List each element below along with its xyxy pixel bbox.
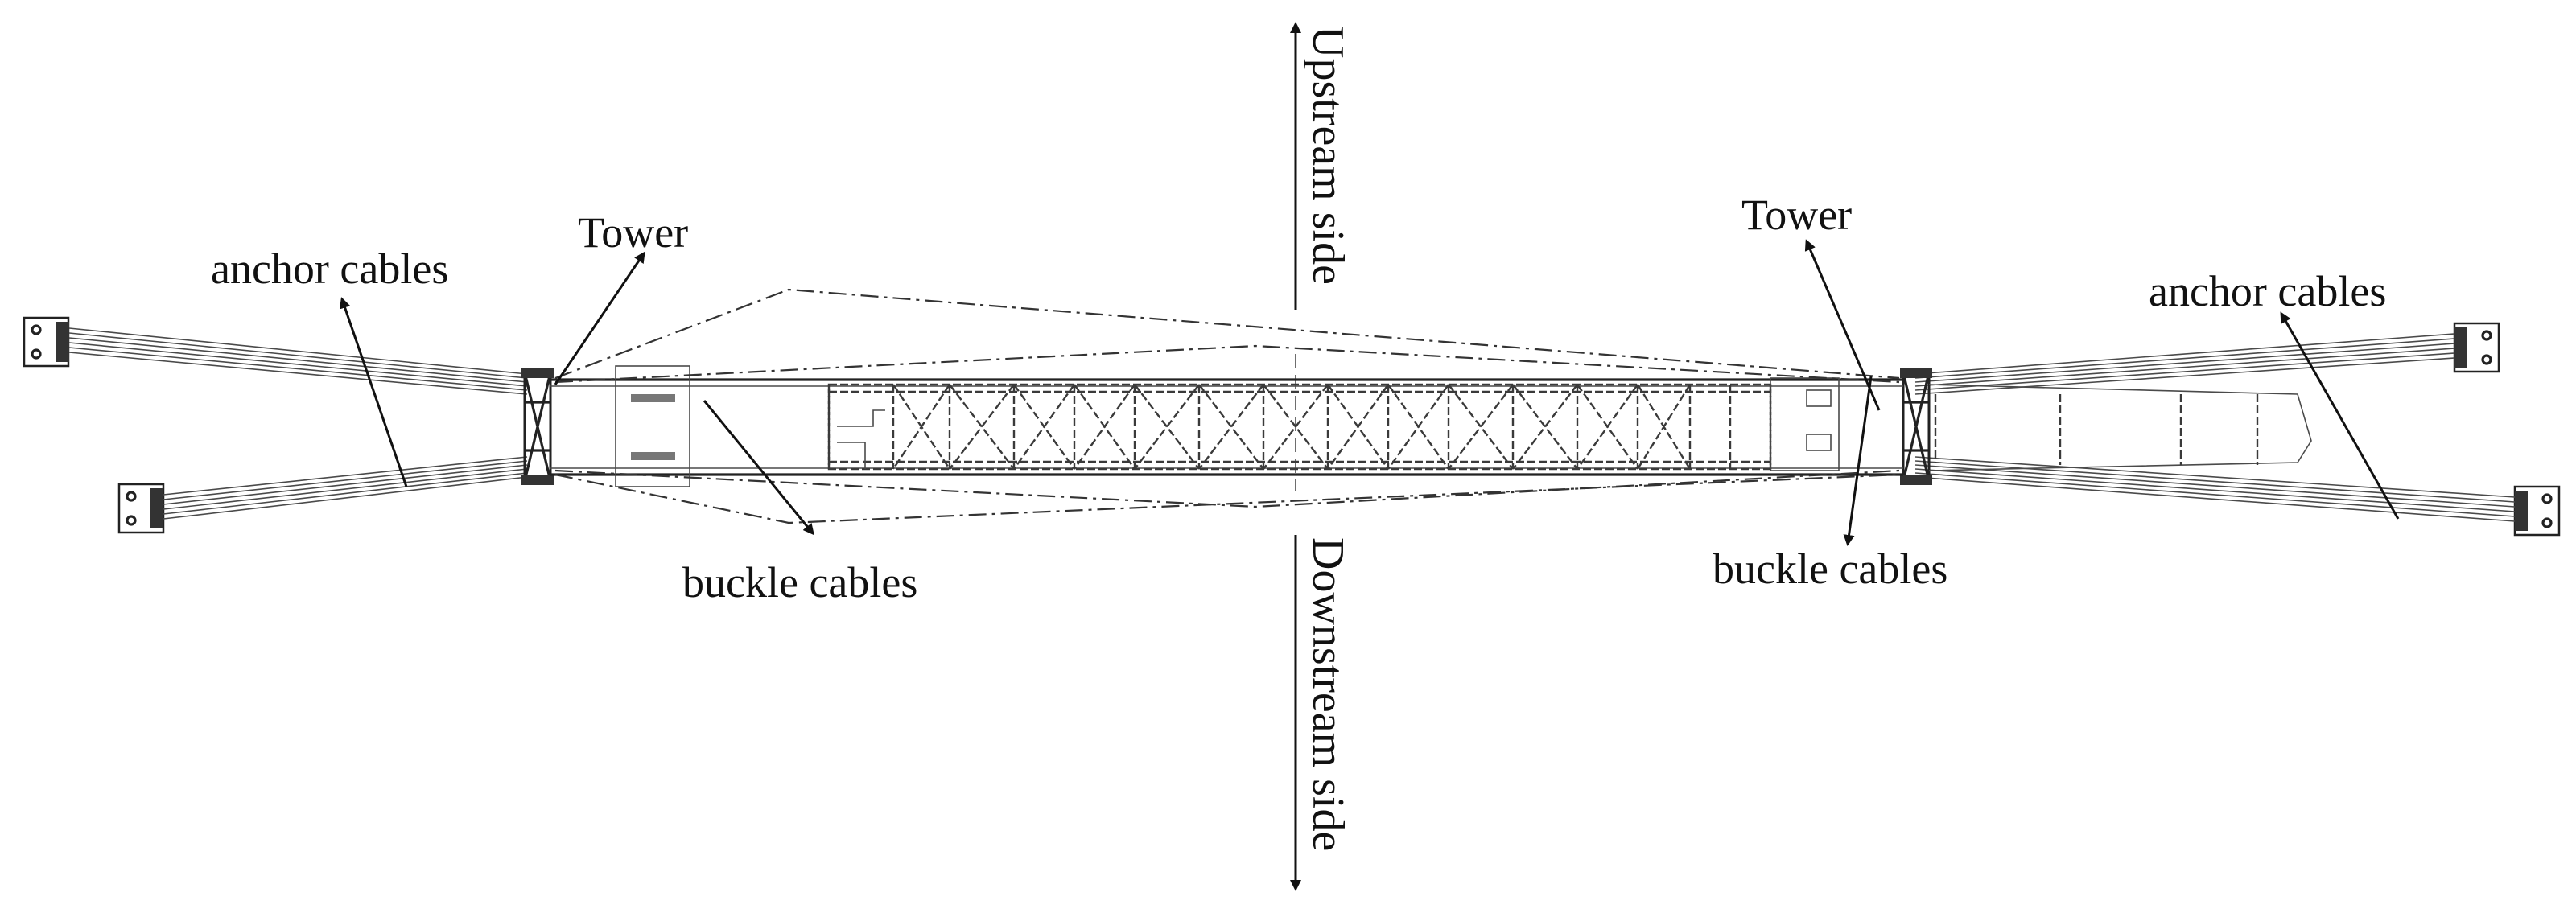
buckle-cables (554, 288, 1900, 524)
anchor-cables-right (1914, 333, 2516, 522)
tower-right-label: Tower (1741, 191, 1852, 239)
tower-left-label: Tower (578, 208, 688, 257)
arch-truss (827, 377, 1840, 471)
anchor-cables-right-label: anchor cables (2149, 267, 2386, 315)
buckle-cables-left-label: buckle cables (682, 558, 917, 607)
right-tower (1900, 368, 1932, 485)
buckle-cables-right-label: buckle cables (1713, 545, 1947, 593)
left-anchor-block-upper (23, 316, 70, 368)
anchor-cables-left (68, 327, 528, 520)
right-anchor-block-lower (2513, 485, 2561, 537)
left-tower (521, 368, 554, 485)
right-anchor-block-upper (2453, 322, 2500, 373)
left-segment-outline (615, 365, 690, 487)
downstream-side-label: Downstream side (1303, 537, 1353, 851)
leader-arrows (339, 239, 2400, 546)
left-anchor-block-lower (117, 483, 165, 534)
anchor-cables-left-label: anchor cables (211, 245, 448, 293)
right-approach-segments (1928, 384, 2312, 471)
upstream-side-label: Upstream side (1303, 26, 1353, 285)
